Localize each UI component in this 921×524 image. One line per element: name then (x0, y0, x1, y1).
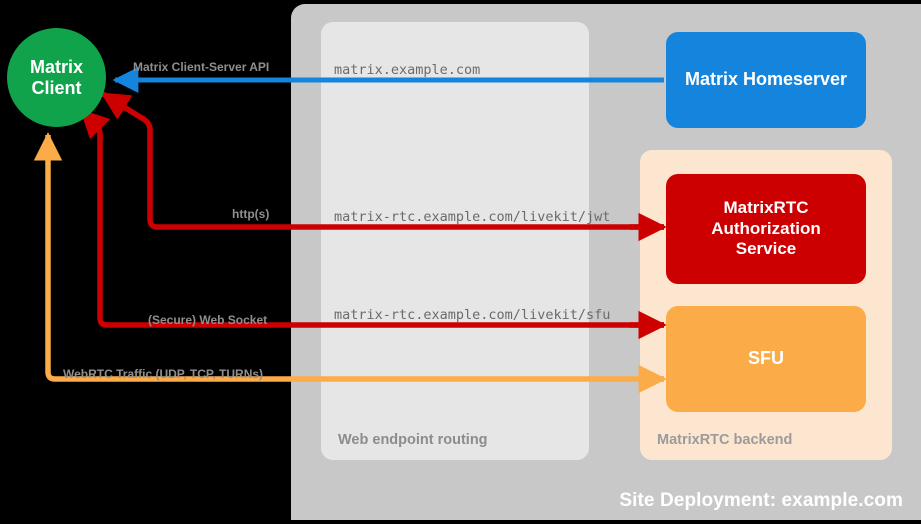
wire-webrtc-traffic (33, 132, 664, 382)
node-matrixrtc-authorization-service[interactable]: MatrixRTC Authorization Service (666, 174, 866, 284)
wire-https-auth (100, 91, 664, 230)
sfu-label: SFU (748, 348, 784, 369)
endpoint-livekit-jwt: matrix-rtc.example.com/livekit/jwt (334, 209, 611, 225)
matrix-client-label-line1: Matrix (29, 57, 83, 78)
label-matrix-client-server-api: Matrix Client-Server API (133, 60, 270, 74)
node-matrix-homeserver[interactable]: Matrix Homeserver (666, 32, 866, 128)
auth-service-label-line3: Service (735, 239, 797, 259)
matrix-homeserver-label: Matrix Homeserver (684, 69, 848, 90)
auth-service-label-line1: MatrixRTC (723, 198, 809, 218)
label-websocket: (Secure) Web Socket (148, 313, 268, 327)
web-endpoint-routing-label: Web endpoint routing (338, 432, 488, 448)
label-webrtc-traffic: WebRTC Traffic (UDP, TCP, TURNs) (63, 367, 264, 381)
label-https: http(s) (232, 207, 270, 221)
matrix-client-label-line2: Client (31, 77, 82, 98)
endpoint-matrix-example-com: matrix.example.com (334, 62, 481, 78)
auth-service-label-line2: Authorization (711, 218, 821, 238)
wire-websocket-sfu (79, 108, 664, 328)
node-sfu[interactable]: SFU (666, 306, 866, 412)
site-deployment-label: Site Deployment: example.com (619, 490, 903, 511)
endpoint-livekit-sfu: matrix-rtc.example.com/livekit/sfu (334, 307, 611, 323)
web-endpoint-routing-container: Web endpoint routing (321, 22, 589, 460)
matrixrtc-backend-label: MatrixRTC backend (657, 432, 793, 448)
node-matrix-client[interactable]: Matrix Client (7, 28, 106, 127)
